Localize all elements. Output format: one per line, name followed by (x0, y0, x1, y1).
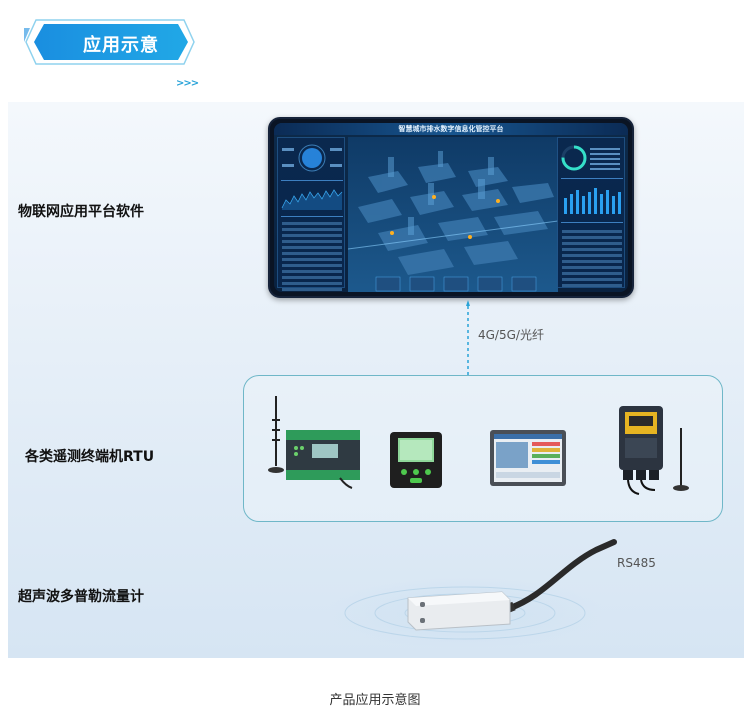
dashboard-right-panel (557, 137, 625, 288)
dashboard-city-map (347, 137, 559, 292)
rtu-outdoor-device (619, 406, 689, 495)
ultrasonic-flow-meter-device (407, 539, 617, 631)
badge-shape (24, 19, 195, 65)
chevrons-icon: >>> (176, 78, 199, 89)
panel-meter-device (390, 432, 442, 488)
dashboard-title: 智慧城市排水数字信息化管控平台 (398, 125, 504, 133)
rtu-din-rail-device (268, 396, 360, 489)
dashboard-left-panel (277, 137, 345, 291)
platform-dashboard-screen: 智慧城市排水数字信息化管控平台 (268, 117, 634, 298)
rs485-cable-label: RS485 (617, 556, 656, 570)
badge-title: 应用示意 (83, 35, 159, 56)
platform-layer-label: 物联网应用平台软件 (18, 204, 144, 220)
rtu-layer-label: 各类遥测终端机RTU (25, 449, 155, 465)
section-badge: 应用示意 >>> (24, 18, 199, 89)
figure-caption: 产品应用示意图 (329, 693, 421, 708)
communication-link-arrow (466, 300, 470, 378)
meter-layer-label: 超声波多普勒流量计 (18, 589, 144, 605)
dashboard-topbar: 智慧城市排水数字信息化管控平台 (274, 123, 628, 135)
communication-link-label: 4G/5G/光纤 (478, 328, 544, 342)
hmi-touchscreen-device (490, 430, 566, 486)
